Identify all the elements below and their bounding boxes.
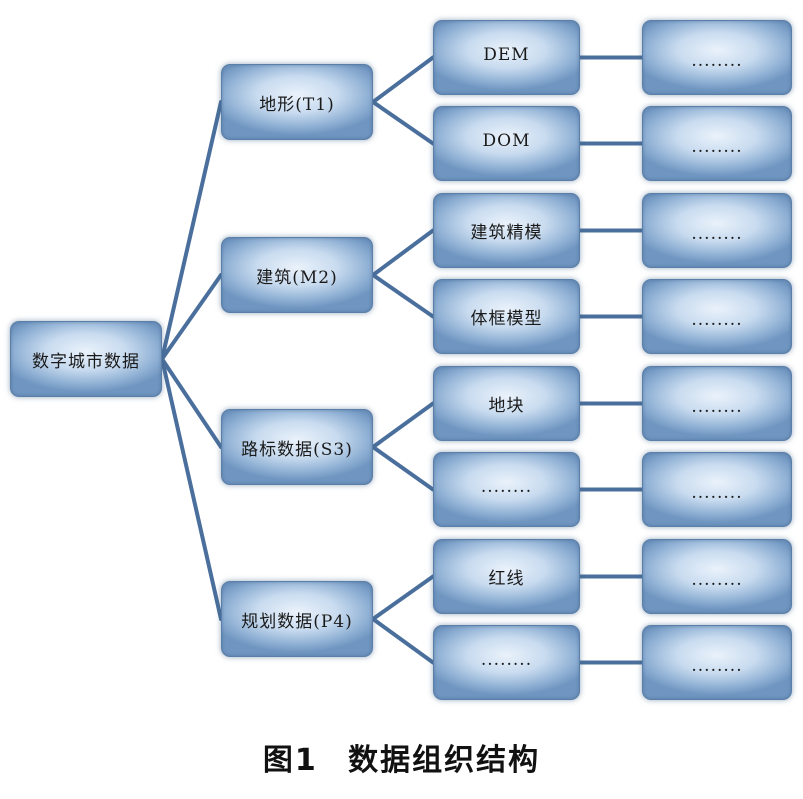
level2-node-label: ........ — [480, 650, 533, 670]
connector-root-to-level1 — [160, 357, 223, 621]
level2-node-label: DOM — [482, 131, 531, 151]
level3-node-ellipsis: ........ — [642, 539, 792, 614]
level1-node-planning: 规划数据(P4) — [221, 581, 373, 657]
level2-node-label: 红线 — [488, 569, 525, 589]
level1-node-label: 建筑(M2) — [256, 267, 338, 288]
level2-node-fine-model: 建筑精模 — [433, 193, 580, 268]
tree-connectors — [160, 55, 644, 665]
connector-level1-to-level2 — [371, 228, 435, 277]
connector-root-to-level1 — [160, 100, 223, 361]
connector-level1-to-level2 — [371, 445, 435, 492]
level2-node-frame-model: 体框模型 — [433, 279, 580, 354]
connector-level1-to-level2 — [371, 100, 435, 146]
connector-level1-to-level2 — [371, 55, 435, 104]
level2-node-label: 建筑精模 — [470, 223, 543, 243]
level2-node-red-line: 红线 — [433, 539, 580, 614]
level3-node-ellipsis: ........ — [642, 193, 792, 268]
level3-node-ellipsis: ........ — [642, 366, 792, 441]
level2-node-ellipsis: ........ — [433, 452, 580, 527]
connector-level1-to-level2 — [371, 617, 435, 665]
level3-node-label: ........ — [691, 570, 743, 590]
level2-node-ellipsis: ........ — [433, 625, 580, 700]
level1-node-terrain: 地形(T1) — [221, 64, 373, 140]
level2-node-label: 地块 — [488, 396, 525, 416]
level3-node-ellipsis: ........ — [642, 279, 792, 354]
connector-root-to-level1 — [160, 273, 223, 361]
level3-node-ellipsis: ........ — [642, 106, 792, 181]
level1-node-label: 地形(T1) — [259, 94, 335, 115]
level2-node-dem: DEM — [433, 20, 580, 95]
level3-node-label: ........ — [691, 224, 743, 244]
level1-node-label: 路标数据(S3) — [241, 439, 353, 460]
level3-node-label: ........ — [691, 51, 743, 71]
level3-node-ellipsis: ........ — [642, 20, 792, 95]
level3-node-label: ........ — [691, 656, 743, 676]
level3-node-label: ........ — [691, 483, 743, 503]
level3-node-ellipsis: ........ — [642, 452, 792, 527]
level1-node-label: 规划数据(P4) — [241, 611, 353, 632]
level2-node-dom: DOM — [433, 106, 580, 181]
level2-node-label: 体框模型 — [470, 309, 543, 329]
level1-node-building: 建筑(M2) — [221, 237, 373, 313]
level3-node-ellipsis: ........ — [642, 625, 792, 700]
figure-caption: 图1 数据组织结构 — [262, 743, 541, 778]
level3-node-label: ........ — [691, 310, 743, 330]
connector-root-to-level1 — [160, 357, 223, 449]
connector-level1-to-level2 — [371, 273, 435, 319]
root-node: 数字城市数据 — [10, 321, 162, 397]
level2-node-label: DEM — [483, 45, 530, 65]
level3-node-label: ........ — [691, 397, 743, 417]
level2-node-land-parcel: 地块 — [433, 366, 580, 441]
root-node-label: 数字城市数据 — [32, 351, 140, 372]
level1-node-road-sign: 路标数据(S3) — [221, 409, 373, 485]
level2-node-label: ........ — [480, 477, 533, 497]
connector-level1-to-level2 — [371, 574, 435, 621]
level3-node-label: ........ — [691, 137, 743, 157]
connector-level1-to-level2 — [371, 401, 435, 449]
